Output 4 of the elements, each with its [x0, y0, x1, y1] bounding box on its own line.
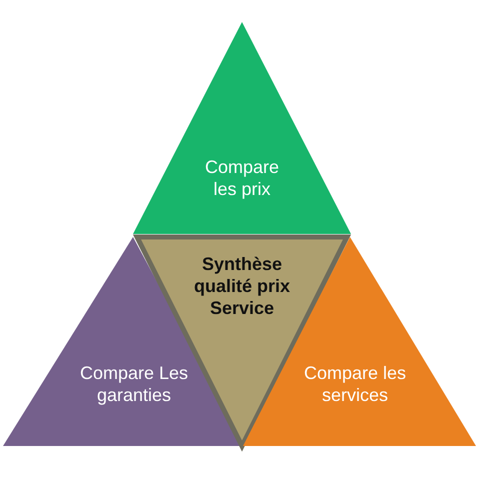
triangle-label: Compare les prix: [204, 156, 280, 200]
triangle-label: Compare les services: [302, 362, 408, 406]
triangle-label: Compare Les garanties: [79, 362, 189, 406]
triangle-label: Synthèse qualité prix Service: [192, 253, 292, 319]
